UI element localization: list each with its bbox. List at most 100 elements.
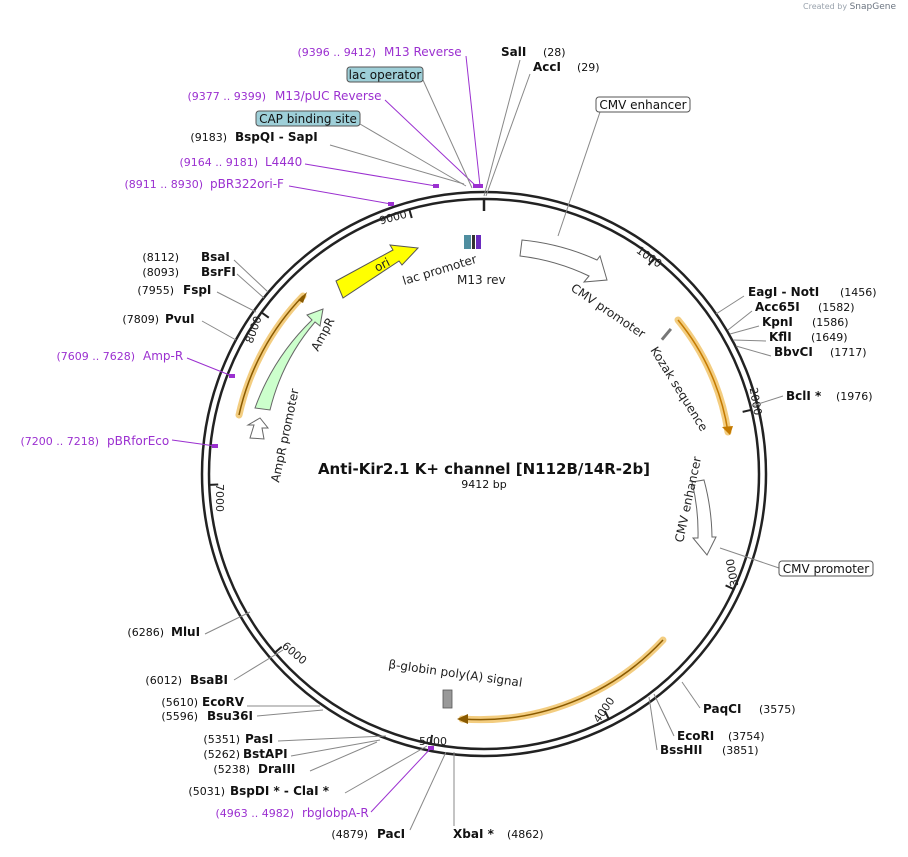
enzyme-pos-11: (4862) [507, 828, 544, 841]
enzyme-line-8 [682, 682, 700, 708]
enzyme-name-l10: BstAPI [243, 747, 288, 761]
enzyme-line-l13 [410, 752, 446, 830]
enzyme-name-2: EagI - NotI [748, 285, 819, 299]
enzyme-pos-3: (1582) [818, 301, 855, 314]
enzyme-pos-l7: (5610) [161, 696, 198, 709]
primer-name-5: pBRforEco [107, 434, 169, 448]
enzyme-pos-2: (1456) [840, 286, 877, 299]
enzyme-pos-6: (1717) [830, 346, 867, 359]
enzyme-name-5: KflI [769, 330, 792, 344]
box-line-1 [360, 124, 466, 186]
enzyme-pos-l1: (8112) [142, 251, 179, 264]
enzyme-line-l3 [217, 292, 256, 312]
tick-label-7000: 7000 [213, 484, 226, 512]
primer-range-3: (8911 .. 8930) [124, 178, 203, 191]
enzyme-name-10: BssHII [660, 743, 702, 757]
enzyme-name-l3: FspI [183, 283, 211, 297]
primer-range-4: (7609 .. 7628) [56, 350, 135, 363]
enzyme-pos-l4: (7809) [122, 313, 159, 326]
enzyme-pos-10: (3851) [722, 744, 759, 757]
feature-box-label-3: CMV promoter [783, 562, 870, 576]
enzyme-pos-5: (1649) [811, 331, 848, 344]
enzyme-name-l4: PvuI [165, 312, 195, 326]
lac-operator-box [472, 235, 475, 249]
enzyme-name-6: BbvCI [774, 345, 813, 359]
enzyme-name-l12: BspDI * - ClaI * [230, 784, 330, 798]
enzyme-line-l2 [237, 274, 264, 298]
feature-box-label-2: CMV enhancer [599, 98, 686, 112]
cmv-promoter-inner-label: CMV promoter [568, 281, 648, 341]
primer-range-5: (7200 .. 7218) [20, 435, 99, 448]
enzyme-pos-8: (3575) [759, 703, 796, 716]
tick-mark-8000 [261, 312, 268, 317]
enzyme-line-10 [649, 697, 657, 750]
enzyme-line-0 [484, 60, 520, 196]
primer-line-2 [305, 164, 436, 186]
enzyme-line-5 [733, 340, 766, 341]
enzyme-line-2 [716, 296, 744, 314]
enzyme-name-l7: EcoRV [202, 695, 245, 709]
enzyme-pos-l13: (4879) [331, 828, 368, 841]
polya-signal-box [443, 690, 452, 708]
enzyme-line-l8 [257, 710, 323, 716]
enzyme-pos-l6: (6012) [145, 674, 182, 687]
enzyme-name-l6: BsaBI [190, 673, 228, 687]
credit-brand: SnapGene [850, 2, 896, 12]
m13-rev-box [476, 235, 481, 249]
primer-name-0: M13 Reverse [384, 45, 462, 59]
ampr-promoter-arrow [248, 418, 268, 439]
enzyme-pos-l9: (5351) [203, 733, 240, 746]
tick-label-2000: 2000 [747, 386, 765, 416]
enzyme-name-4: KpnI [762, 315, 793, 329]
enzyme-line-l9 [278, 736, 386, 741]
m13-rev-label: M13 rev [457, 273, 506, 287]
credit-prefix: Created by [803, 2, 847, 11]
enzyme-pos-l0: (9183) [190, 131, 227, 144]
callout-group: SalI(28)AccI(29)EagI - NotI(1456)Acc65I(… [20, 45, 876, 841]
enzyme-pos-0: (28) [543, 46, 566, 59]
primer-name-1: M13/pUC Reverse [275, 89, 382, 103]
enzyme-line-6 [736, 346, 771, 356]
enzyme-pos-l11: (5238) [213, 763, 250, 776]
enzyme-line-9 [654, 694, 674, 736]
box-line-0 [423, 80, 472, 188]
enzyme-pos-l12: (5031) [188, 785, 225, 798]
enzyme-line-l4 [202, 321, 236, 340]
enzyme-name-l13: PacI [377, 827, 405, 841]
enzyme-name-8: PaqCI [703, 702, 741, 716]
primer-range-0: (9396 .. 9412) [297, 46, 376, 59]
primer-mark-4 [229, 374, 235, 378]
enzyme-name-1: AccI [533, 60, 561, 74]
enzyme-pos-1: (29) [577, 61, 600, 74]
primer-mark-1 [473, 184, 479, 188]
cap-site-box [464, 235, 471, 249]
enzyme-name-l2: BsrFI [201, 265, 236, 279]
primer-mark-2 [433, 184, 439, 188]
primer-mark-6 [428, 746, 434, 750]
polya-signal-label: β-globin poly(A) signal [388, 657, 524, 690]
enzyme-name-l8: Bsu36I [207, 709, 253, 723]
primer-line-1 [385, 100, 476, 186]
enzyme-pos-l5: (6286) [127, 626, 164, 639]
cmv-promoter-arrow [520, 240, 607, 282]
enzyme-pos-9: (3754) [728, 730, 765, 743]
enzyme-pos-7: (1976) [836, 390, 873, 403]
map-size: 9412 bp [461, 478, 506, 491]
credit: Created by SnapGene [803, 2, 896, 12]
primer-range-1: (9377 .. 9399) [187, 90, 266, 103]
feature-box-label-1: CAP binding site [259, 112, 357, 126]
tick-mark-9000 [409, 209, 411, 218]
enzyme-pos-l3: (7955) [137, 284, 174, 297]
tick-mark-2000 [743, 410, 752, 412]
enzyme-pos-l10: (5262) [203, 748, 240, 761]
enzyme-name-0: SalI [501, 45, 526, 59]
enzyme-name-l11: DraIII [258, 762, 295, 776]
enzyme-name-9: EcoRI [677, 729, 714, 743]
primer-line-3 [289, 186, 391, 204]
feature-box-label-0: lac operator [349, 68, 422, 82]
enzyme-line-4 [730, 326, 759, 334]
enzyme-line-3 [728, 311, 752, 330]
enzyme-line-1 [486, 74, 530, 196]
enzyme-line-l10 [291, 740, 380, 756]
